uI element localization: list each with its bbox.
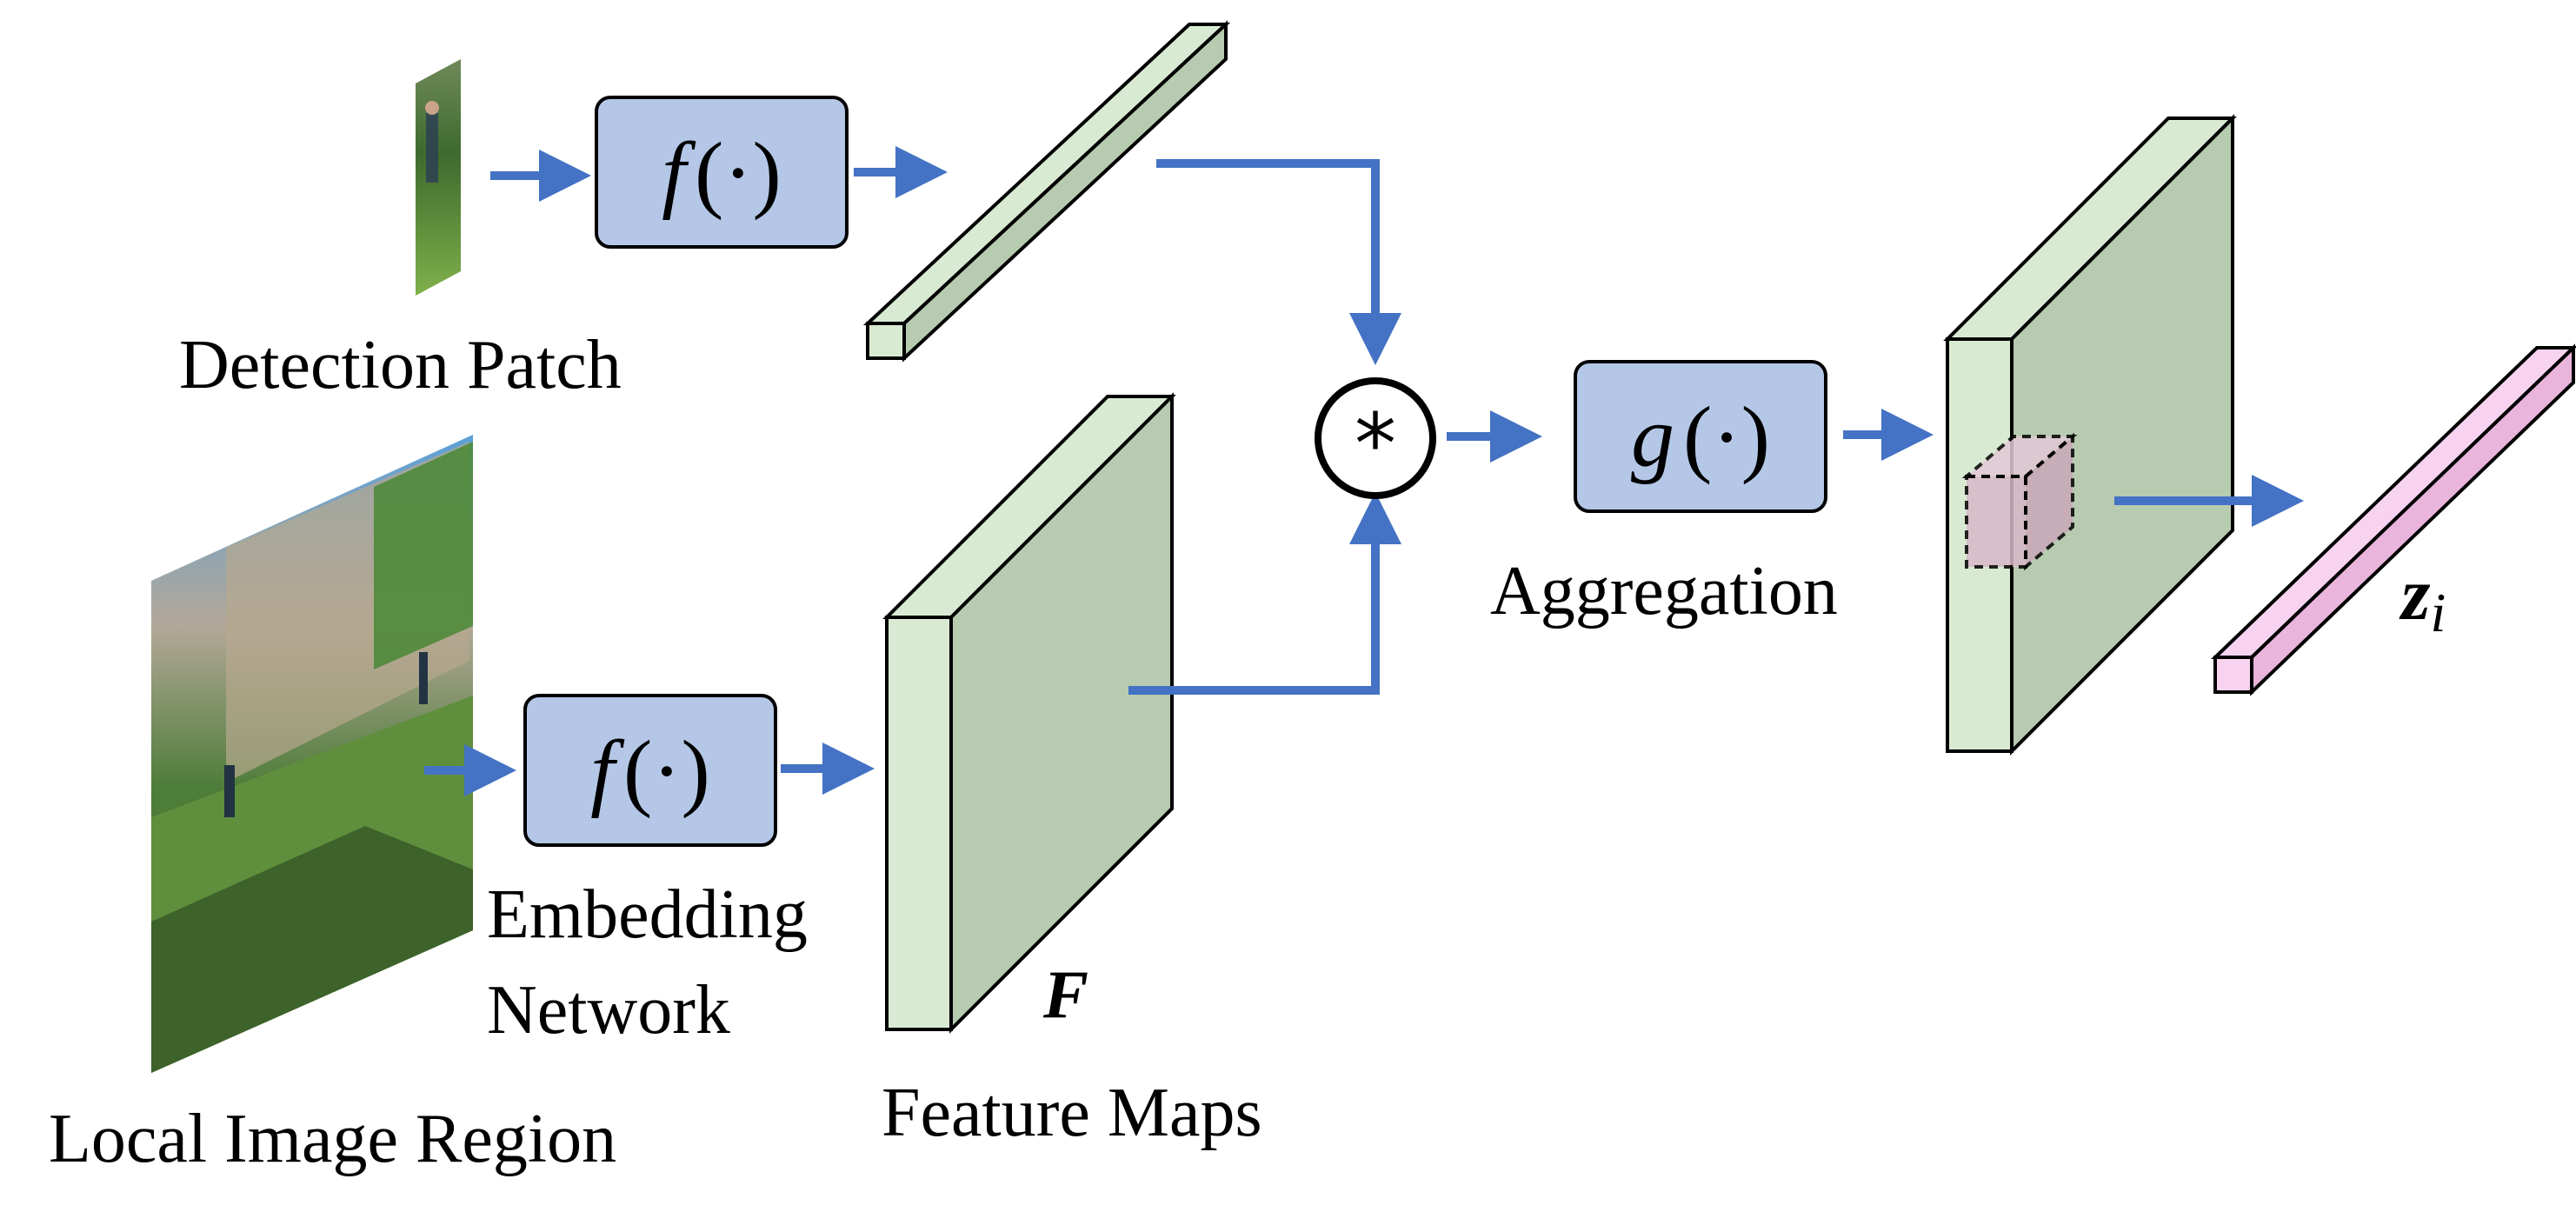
output-vector — [2211, 343, 2576, 696]
embedding-function-box-bottom: f(·) — [523, 694, 777, 847]
arrow-vector-to-conv — [1156, 159, 1401, 365]
svg-text:f(·): f(·) — [662, 124, 782, 221]
f-bottom-arg: (·) — [623, 723, 710, 819]
detection-patch-image — [416, 59, 461, 296]
feature-symbol: F — [1042, 956, 1088, 1032]
g-name: g — [1631, 389, 1674, 485]
conv-symbol: * — [1355, 396, 1396, 493]
aggregation-function-box: g(·) — [1574, 360, 1827, 513]
g-arg: (·) — [1683, 389, 1770, 485]
detection-patch-label: Detection Patch — [179, 327, 622, 403]
feature-maps-slab — [882, 392, 1176, 1034]
feature-maps-label: Feature Maps — [882, 1075, 1262, 1151]
local-image-region-label: Local Image Region — [49, 1101, 616, 1177]
arrow-feature-maps-to-conv — [1128, 492, 1401, 695]
network-label: Network — [487, 972, 730, 1049]
selected-cell-cube — [1961, 432, 2078, 571]
embedding-function-box-top: f(·) — [595, 96, 849, 249]
convolution-operator: * — [1315, 377, 1436, 499]
output-symbol: zi — [2399, 552, 2446, 643]
svg-text:g(·): g(·) — [1631, 389, 1770, 485]
local-image-region-image — [151, 435, 473, 1073]
f-top-arg: (·) — [695, 124, 782, 221]
svg-text:f(·): f(·) — [590, 723, 710, 819]
aggregated-feature-slab — [1943, 114, 2237, 756]
aggregation-label: Aggregation — [1490, 553, 1838, 629]
embedding-label: Embedding — [487, 876, 808, 953]
patch-feature-vector — [862, 20, 1231, 363]
